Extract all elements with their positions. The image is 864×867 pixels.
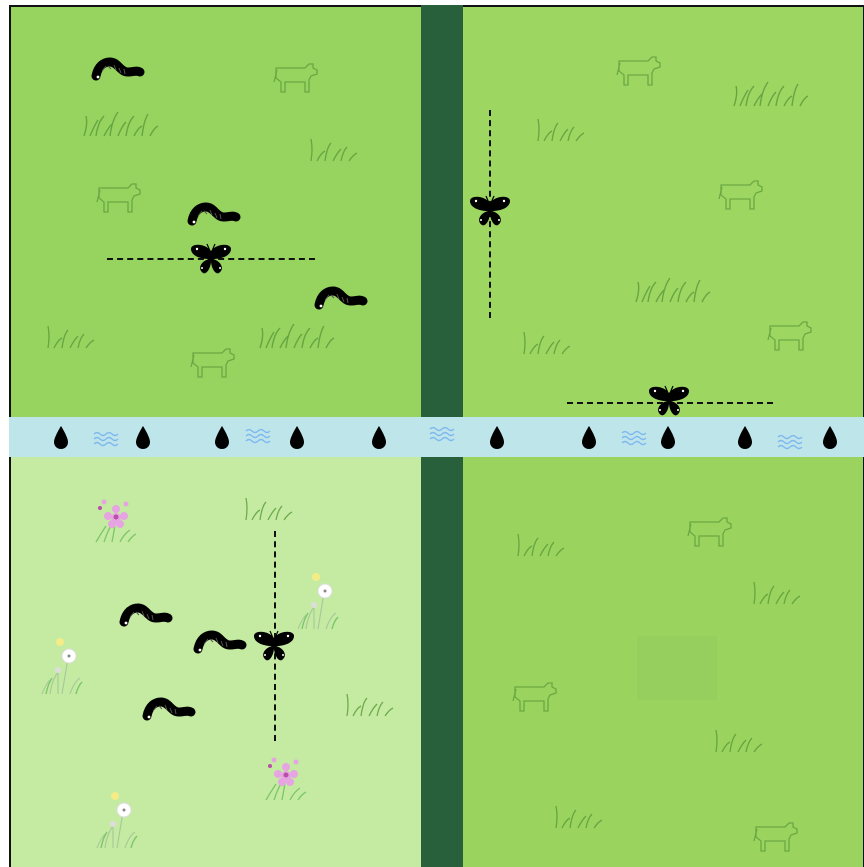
grass-icon (516, 528, 566, 558)
pink-wildflower-icon (92, 494, 138, 544)
cow-outline-icon (273, 60, 319, 94)
worm-icon[interactable] (194, 627, 246, 655)
wave-icon (245, 428, 271, 444)
cow-outline-icon (767, 318, 813, 352)
wave-icon (429, 426, 455, 442)
butterfly-icon[interactable] (468, 195, 512, 227)
water-drop-icon (214, 426, 230, 450)
worm-icon[interactable] (120, 600, 172, 628)
butterfly-icon[interactable] (189, 243, 233, 275)
grass-icon (536, 113, 586, 143)
grass-icon (258, 318, 338, 350)
grass-icon (345, 688, 395, 718)
water-drop-icon (371, 426, 387, 450)
dandelion-icon (95, 790, 141, 850)
grass-icon (732, 76, 812, 108)
worm-icon[interactable] (143, 694, 195, 722)
water-drop-icon (660, 426, 676, 450)
cow-outline-icon (753, 819, 799, 853)
grass-icon (714, 724, 764, 754)
water-drop-icon (737, 426, 753, 450)
wave-icon (93, 431, 119, 447)
cow-outline-icon (718, 177, 764, 211)
water-drop-icon (135, 426, 151, 450)
grass-icon (46, 320, 96, 350)
butterfly-icon[interactable] (252, 630, 296, 662)
pink-wildflower-icon (262, 752, 308, 802)
grass-icon (82, 106, 162, 138)
cow-outline-icon (687, 514, 733, 548)
grass-icon (244, 492, 294, 522)
cow-outline-icon (96, 180, 142, 214)
soil-patch (637, 636, 717, 700)
grass-icon (752, 576, 802, 606)
grass-icon (309, 133, 359, 163)
butterfly-icon[interactable] (647, 385, 691, 417)
water-drop-icon (822, 426, 838, 450)
dandelion-icon (40, 636, 86, 696)
worm-icon[interactable] (188, 199, 240, 227)
wave-icon (621, 430, 647, 446)
water-drop-icon (53, 426, 69, 450)
worm-icon[interactable] (92, 54, 144, 82)
grass-icon (522, 326, 572, 356)
worm-icon[interactable] (315, 283, 367, 311)
water-drop-icon (289, 426, 305, 450)
wave-icon (777, 434, 803, 450)
dandelion-icon (296, 571, 342, 631)
cow-outline-icon (190, 345, 236, 379)
water-drop-icon (581, 426, 597, 450)
grass-icon (554, 800, 604, 830)
cow-outline-icon (512, 679, 558, 713)
field-top-right[interactable] (463, 5, 864, 419)
water-drop-icon (489, 426, 505, 450)
grass-icon (634, 272, 714, 304)
cow-outline-icon (616, 53, 662, 87)
